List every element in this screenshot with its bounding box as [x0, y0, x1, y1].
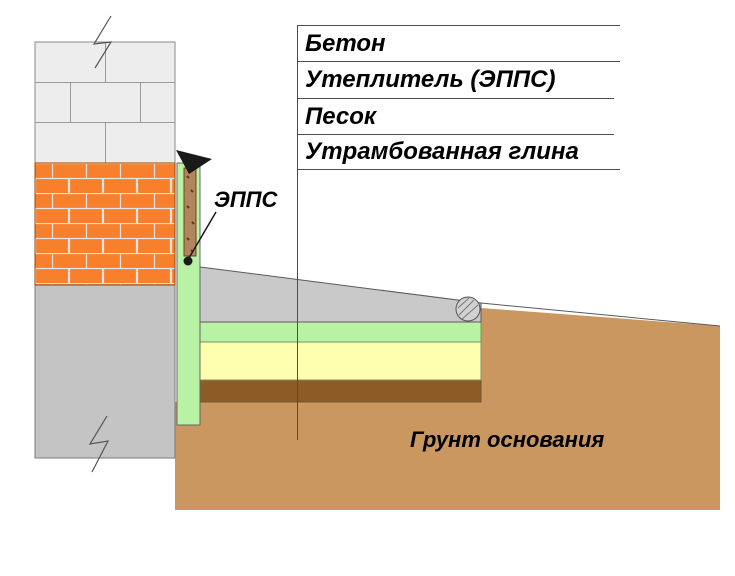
soil-region	[175, 308, 720, 510]
legend-label-clay: Утрамбованная глина	[305, 138, 579, 165]
legend-ruler-lines	[297, 25, 620, 440]
sand-layer	[199, 341, 482, 381]
block-joint-lines	[35, 42, 175, 163]
drain-pipe	[455, 296, 481, 322]
wood-speckles	[186, 175, 195, 253]
drain-pipe-hatch	[457, 297, 479, 321]
ground-surface-line	[480, 302, 721, 327]
insulation-layer-horizontal	[199, 321, 482, 343]
break-mark-top	[92, 15, 113, 69]
legend-label-insulation: Утеплитель (ЭППС)	[305, 66, 556, 93]
blind-area-concrete	[199, 266, 482, 323]
callout-dot	[183, 256, 193, 266]
block-wall	[34, 41, 176, 164]
annotation-soil: Грунт основания	[410, 427, 605, 452]
drain-pipe-circle	[455, 296, 481, 322]
break-mark-bottom	[88, 415, 110, 473]
arrow-marker	[176, 150, 212, 174]
foundation-wall	[34, 284, 176, 459]
wood-strip	[183, 167, 197, 257]
clay-layer	[199, 379, 482, 403]
callout-leader-line	[188, 211, 217, 259]
brick-wall	[34, 162, 176, 286]
wood-strip-body	[183, 167, 197, 257]
annotation-epps: ЭППС	[214, 187, 278, 212]
legend-label-sand: Песок	[305, 103, 377, 130]
legend-label-concrete: Бетон	[305, 30, 386, 57]
